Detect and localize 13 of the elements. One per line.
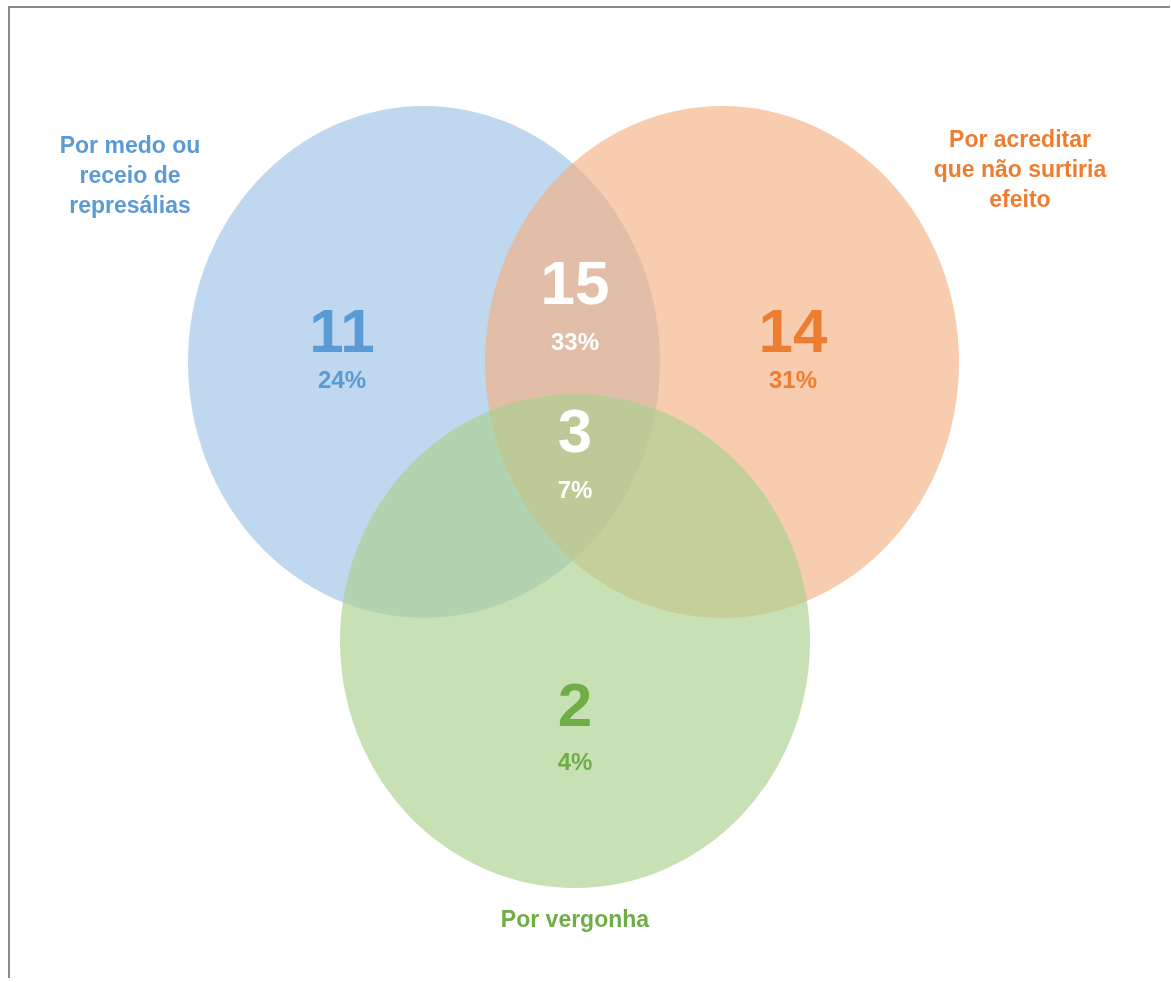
count-number: 15	[539, 252, 611, 314]
count-number: 14	[757, 300, 829, 362]
percentage-label: 7%	[556, 478, 594, 502]
percentage-label: 24%	[316, 368, 367, 392]
set-title: Por acreditar que não surtiria efeito	[932, 125, 1108, 214]
set-title: Por medo ou receio de represálias	[58, 131, 202, 220]
percentage-label: 4%	[556, 750, 594, 774]
percentage-label: 33%	[549, 330, 600, 354]
count-number: 11	[308, 300, 376, 362]
set-title: Por vergonha	[499, 905, 651, 934]
count-number: 3	[556, 400, 594, 462]
count-number: 2	[556, 674, 594, 736]
percentage-label: 31%	[767, 368, 818, 392]
